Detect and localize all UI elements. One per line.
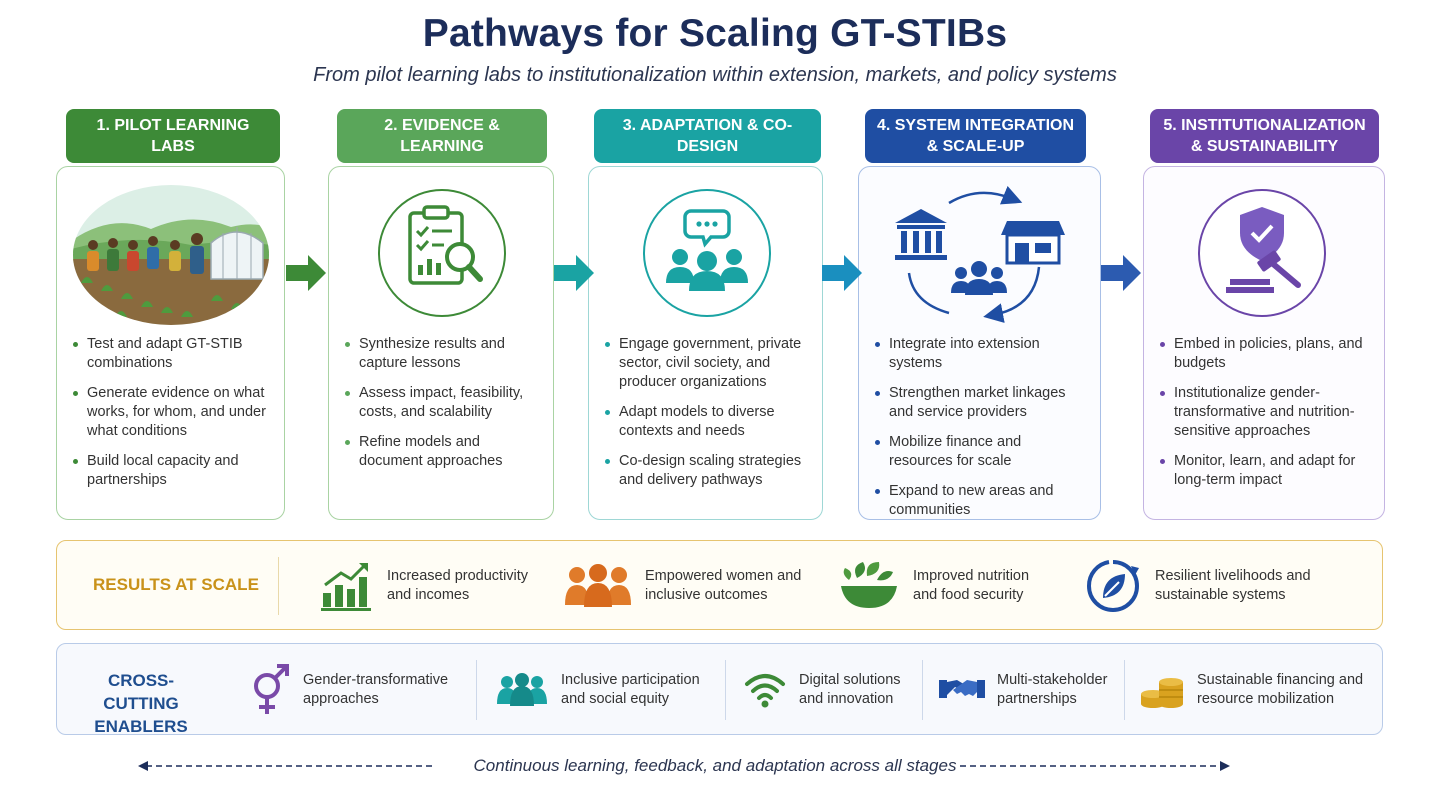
list-item: Refine models and document approaches (343, 433, 541, 471)
leaf-cycle-icon (1086, 560, 1139, 612)
flow-arrow-3-icon (822, 255, 862, 291)
stage-3-header: 3. ADAPTATION & CO-DESIGN (594, 109, 821, 163)
gender-symbol-icon (254, 664, 289, 714)
result-text: Improved nutrition and food security (913, 568, 1030, 603)
stage-5-header: 5. INSTITUTIONALIZATION & SUSTAINABILITY (1150, 109, 1379, 163)
flow-arrow-2-icon (554, 255, 594, 291)
salad-bowl-icon (841, 562, 897, 608)
list-item: Assess impact, feasibility, costs, and s… (343, 384, 541, 422)
wifi-signal-icon (745, 674, 785, 708)
stage-4-card: Integrate into extension systems Strengt… (858, 166, 1101, 520)
stage-3-card: Engage government, private sector, civil… (588, 166, 823, 520)
cross-cutting-enablers-panel: CROSS-CUTTING ENABLERS Gender-transforma… (56, 643, 1383, 736)
list-item: Integrate into extension systems (873, 335, 1088, 373)
result-item-productivity: Increased productivity and incomes (319, 557, 547, 615)
bar-chart-growth-icon (321, 563, 371, 611)
handshake-icon (939, 680, 985, 698)
stage-2-card: Synthesize results and capture lessons A… (328, 166, 554, 520)
result-item-nutrition: Improved nutrition and food security (837, 557, 1053, 615)
page-subtitle: From pilot learning labs to institutiona… (313, 64, 1117, 86)
list-item: Co-design scaling strategies and deliver… (603, 452, 810, 490)
feedback-loop-text: Continuous learning, feedback, and adapt… (473, 756, 957, 775)
page-title: Pathways for Scaling GT-STIBs (422, 12, 1008, 55)
enabler-item-partnerships: Multi-stakeholder partnerships (939, 662, 1137, 718)
enabler-text: Gender-transformative approaches (303, 672, 449, 707)
list-item: Engage government, private sector, civil… (603, 335, 810, 392)
stage-3-bullets: Engage government, private sector, civil… (603, 335, 810, 501)
enabler-divider (725, 660, 726, 720)
stage-5-title: 5. INSTITUTIONALIZATION & SUSTAINABILITY (1163, 117, 1366, 155)
result-text: Increased productivity and incomes (387, 568, 529, 603)
results-divider (278, 557, 279, 615)
list-item: Expand to new areas and communities (873, 482, 1088, 520)
stage-2-header: 2. EVIDENCE & LEARNING (337, 109, 547, 163)
stage-2-title: 2. EVIDENCE & LEARNING (384, 117, 500, 155)
flow-arrow-1-icon (286, 255, 326, 291)
coins-stack-icon (1141, 678, 1183, 708)
list-item: Monitor, learn, and adapt for long-term … (1158, 452, 1372, 490)
list-item: Adapt models to diverse contexts and nee… (603, 403, 810, 441)
list-item: Mobilize finance and resources for scale (873, 433, 1088, 471)
list-item: Institutionalize gender-transformative a… (1158, 384, 1372, 441)
enabler-item-inclusion: Inclusive participation and social equit… (495, 662, 721, 718)
stage-1-bullets: Test and adapt GT-STIB combinations Gene… (71, 335, 272, 501)
stage-1-title: 1. PILOT LEARNING LABS (96, 117, 250, 155)
result-text: Empowered women and inclusive outcomes (645, 568, 802, 603)
stage-2-bullets: Synthesize results and capture lessons A… (343, 335, 541, 482)
clipboard-magnifier-icon (408, 205, 483, 285)
stage-3-icon-circle (643, 189, 771, 317)
feedback-loop-footer: Continuous learning, feedback, and adapt… (0, 755, 1430, 779)
stage-4-bullets: Integrate into extension systems Strengt… (873, 335, 1088, 531)
result-item-women: Empowered women and inclusive outcomes (563, 557, 815, 615)
enabler-text: Digital solutions and innovation (799, 672, 901, 707)
stage-1-header: 1. PILOT LEARNING LABS (66, 109, 280, 163)
enabler-text: Sustainable financing and resource mobil… (1197, 672, 1364, 707)
institution-market-cycle-icon (895, 185, 1065, 323)
list-item: Build local capacity and partnerships (71, 452, 272, 490)
results-label: RESULTS AT SCALE (93, 575, 259, 594)
women-group-icon (565, 564, 631, 607)
list-item: Generate evidence on what works, for who… (71, 384, 272, 441)
stage-4-title: 4. SYSTEM INTEGRATION & SCALE-UP (876, 117, 1075, 155)
stage-1-card: Test and adapt GT-STIB combinations Gene… (56, 166, 285, 520)
enabler-divider (476, 660, 477, 720)
results-at-scale-panel: RESULTS AT SCALE Increased productivity … (56, 540, 1383, 630)
list-item: Strengthen market linkages and service p… (873, 384, 1088, 422)
shield-gavel-icon (1226, 207, 1301, 293)
discussion-group-icon (666, 209, 748, 291)
stage-5-icon-circle (1198, 189, 1326, 317)
list-item: Synthesize results and capture lessons (343, 335, 541, 373)
enabler-divider (922, 660, 923, 720)
people-group-icon (497, 673, 547, 706)
enabler-item-digital: Digital solutions and innovation (743, 662, 919, 718)
list-item: Embed in policies, plans, and budgets (1158, 335, 1372, 373)
stage-4-header: 4. SYSTEM INTEGRATION & SCALE-UP (865, 109, 1086, 163)
enabler-divider (1124, 660, 1125, 720)
result-item-resilience: Resilient livelihoods and sustainable sy… (1083, 557, 1335, 615)
double-arrow-dashed-line-icon (138, 761, 1230, 771)
result-text: Resilient livelihoods and sustainable sy… (1155, 568, 1311, 603)
enablers-label: CROSS-CUTTING ENABLERS (94, 671, 188, 736)
flow-arrow-4-icon (1101, 255, 1141, 291)
list-item: Test and adapt GT-STIB combinations (71, 335, 272, 373)
enabler-text: Inclusive participation and social equit… (561, 672, 700, 707)
stage-2-icon-circle (378, 189, 506, 317)
farmers-field-illustration-icon (73, 185, 269, 325)
enabler-text: Multi-stakeholder partnerships (997, 672, 1108, 707)
enabler-item-financing: Sustainable financing and resource mobil… (1139, 662, 1377, 718)
stage-5-bullets: Embed in policies, plans, and budgets In… (1158, 335, 1372, 501)
enabler-item-gender: Gender-transformative approaches (249, 662, 463, 718)
stage-5-card: Embed in policies, plans, and budgets In… (1143, 166, 1385, 520)
stage-3-title: 3. ADAPTATION & CO-DESIGN (622, 117, 793, 155)
